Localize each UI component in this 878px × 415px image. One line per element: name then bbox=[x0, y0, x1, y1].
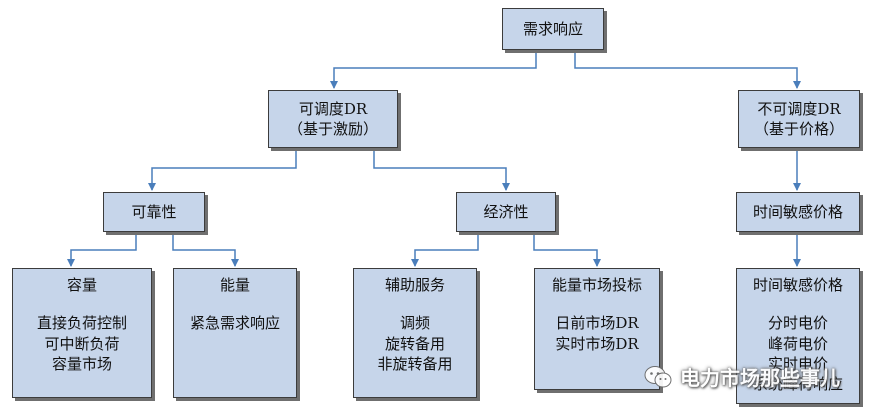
connector-economic-to-energy-bidding bbox=[533, 232, 601, 267]
node-ancillary: 辅助服务 调频 旋转备用 非旋转备用 bbox=[353, 268, 477, 398]
connector-reliability-to-capacity bbox=[67, 232, 137, 267]
connector-reliability-to-energy bbox=[172, 232, 239, 267]
node-dispatchable: 可调度DR （基于激励） bbox=[268, 90, 398, 148]
node-root: 需求响应 bbox=[502, 8, 604, 50]
connector-dispatchable-to-reliability bbox=[148, 148, 297, 191]
node-energy-bidding-line-2: 实时市场DR bbox=[555, 334, 639, 353]
node-time-sensitive-label: 时间敏感价格 bbox=[752, 202, 843, 221]
node-time-sensitive-detail-line-3: 实时电价 bbox=[767, 354, 828, 373]
node-dispatchable-line-2: （基于激励） bbox=[287, 120, 378, 138]
node-energy-bidding: 能量市场投标 日前市场DR 实时市场DR bbox=[534, 268, 660, 390]
watermark: 电力市场那些事儿 bbox=[644, 362, 840, 391]
connector-economic-to-ancillary bbox=[411, 232, 479, 267]
node-non-dispatchable-line-2: （基于价格） bbox=[753, 120, 844, 138]
node-time-sensitive-detail-line-2: 峰荷电价 bbox=[767, 334, 828, 353]
node-capacity-line-3: 容量市场 bbox=[51, 354, 112, 373]
node-economic-label: 经济性 bbox=[483, 202, 529, 221]
node-dispatchable-line-1: 可调度DR bbox=[298, 99, 368, 118]
node-energy-bidding-line-1: 日前市场DR bbox=[555, 314, 639, 333]
node-capacity-line-1: 直接负荷控制 bbox=[36, 314, 127, 333]
node-ancillary-line-1: 调频 bbox=[399, 314, 430, 333]
node-economic: 经济性 bbox=[456, 192, 556, 232]
node-root-label: 需求响应 bbox=[522, 19, 583, 38]
node-time-sensitive-detail-line-4: 系统峰荷响应 bbox=[752, 375, 843, 393]
node-capacity-title: 容量 bbox=[66, 276, 97, 294]
connector-root-to-non-dispatchable bbox=[574, 50, 801, 89]
node-time-sensitive-detail: 时间敏感价格 分时电价 峰荷电价 实时电价 系统峰荷响应 bbox=[736, 268, 860, 404]
node-reliability: 可靠性 bbox=[103, 192, 205, 232]
node-energy-bidding-title: 能量市场投标 bbox=[551, 276, 642, 294]
node-time-sensitive: 时间敏感价格 bbox=[736, 192, 860, 232]
node-energy-title: 能量 bbox=[219, 276, 250, 294]
node-ancillary-line-3: 非旋转备用 bbox=[377, 354, 453, 373]
watermark-text: 电力市场那些事儿 bbox=[680, 366, 840, 390]
node-reliability-label: 可靠性 bbox=[131, 202, 177, 221]
node-capacity-line-2: 可中断负荷 bbox=[44, 334, 120, 353]
node-energy: 能量 紧急需求响应 bbox=[173, 268, 297, 398]
node-non-dispatchable: 不可调度DR （基于价格） bbox=[738, 90, 860, 148]
node-energy-line-1: 紧急需求响应 bbox=[189, 314, 280, 333]
wechat-logo-icon bbox=[644, 365, 672, 389]
connector-root-to-dispatchable bbox=[330, 50, 537, 89]
node-ancillary-title: 辅助服务 bbox=[384, 276, 445, 294]
node-non-dispatchable-line-1: 不可调度DR bbox=[757, 99, 841, 118]
node-time-sensitive-detail-line-1: 分时电价 bbox=[767, 314, 828, 333]
node-capacity: 容量 直接负荷控制 可中断负荷 容量市场 bbox=[12, 268, 152, 398]
connector-dispatchable-to-economic bbox=[373, 148, 510, 191]
node-time-sensitive-detail-title: 时间敏感价格 bbox=[752, 276, 843, 294]
node-ancillary-line-2: 旋转备用 bbox=[384, 334, 445, 353]
